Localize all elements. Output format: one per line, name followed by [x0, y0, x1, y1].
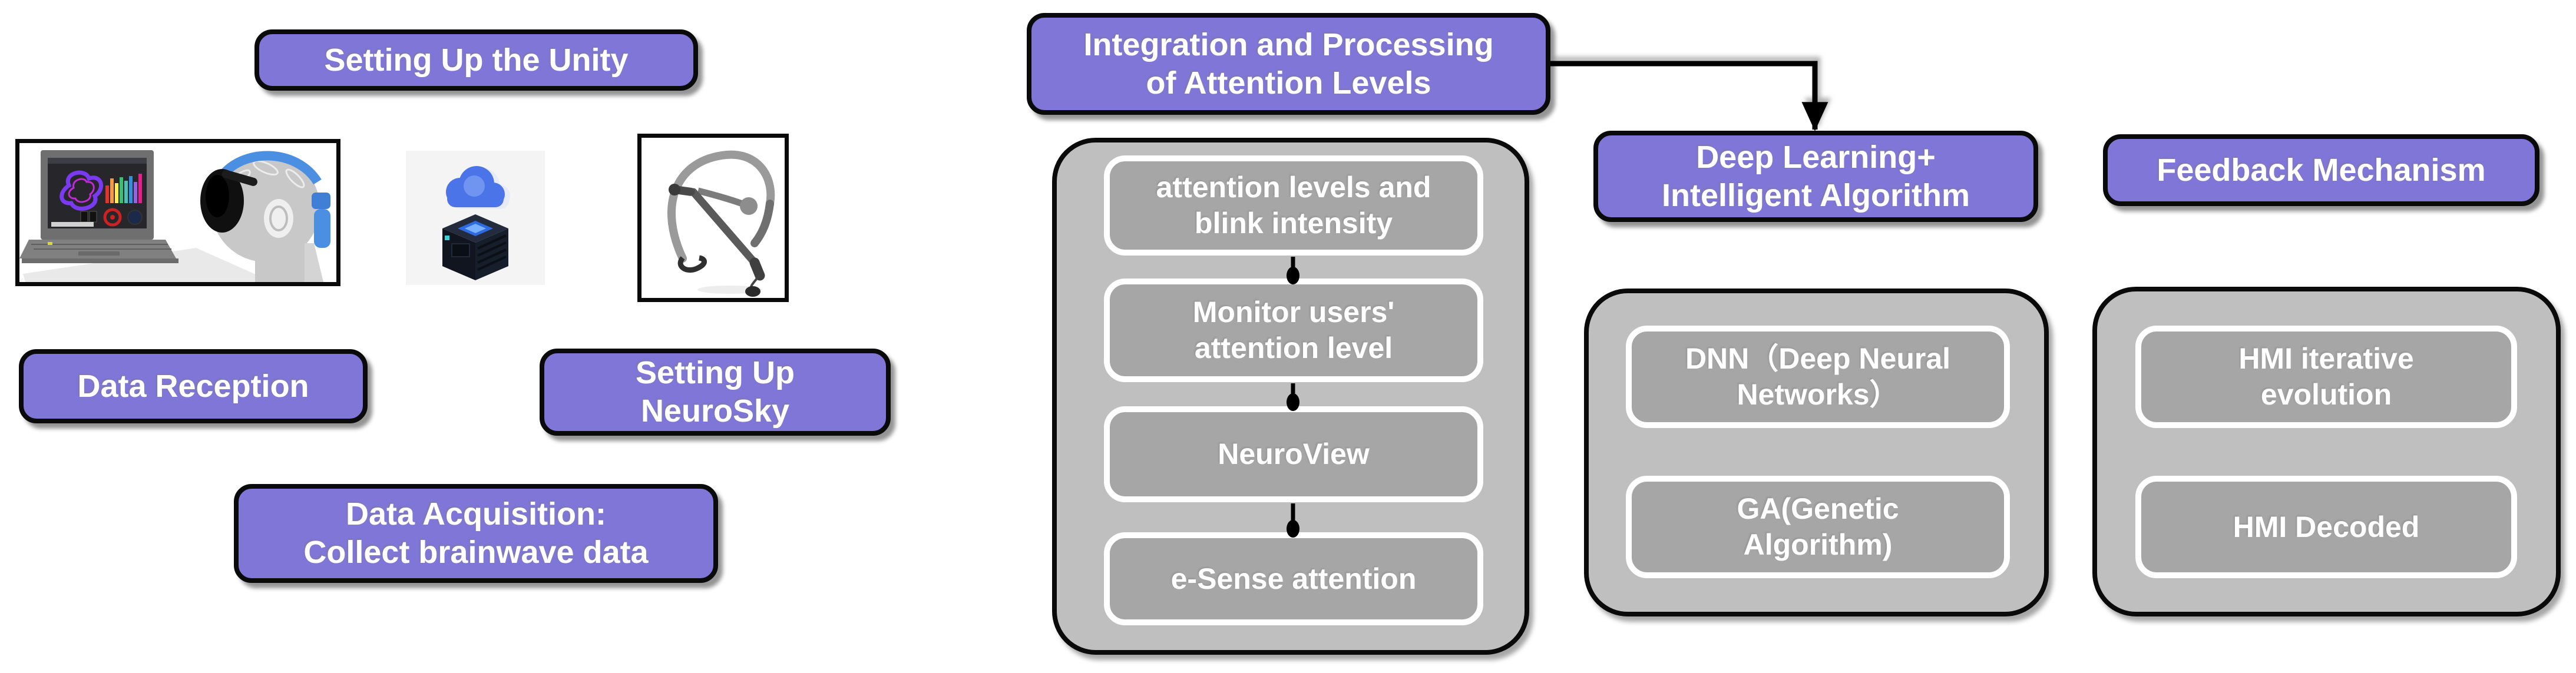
- subnode-label: attention level: [1194, 331, 1393, 364]
- neurosky-headset-illustration: [641, 138, 785, 298]
- eeg-headset-band: [217, 151, 322, 185]
- node-label: Data Reception: [77, 368, 309, 404]
- cloud-device-photo: [406, 151, 545, 285]
- ear: [264, 199, 293, 238]
- eeg-bar-chart: [105, 174, 142, 203]
- subnode-label: evolution: [2260, 378, 2392, 411]
- compute-cube: [442, 214, 508, 280]
- subnode-label: DNN（Deep Neural: [1685, 342, 1951, 375]
- unity-vr-setup-illustration: [19, 150, 330, 282]
- subnode-dnn: DNN（Deep Neural Networks）: [1626, 326, 2010, 428]
- subnode-hmi-decoded: HMI Decoded: [2135, 476, 2517, 578]
- node-data-reception: Data Reception: [19, 349, 368, 423]
- node-label: Deep Learning+: [1696, 139, 1936, 175]
- attention-gauge: [103, 208, 122, 227]
- node-data-acquisition: Data Acquisition: Collect brainwave data: [234, 484, 718, 583]
- cloud-icon: [446, 166, 510, 209]
- cloud-device-illustration: [406, 151, 545, 285]
- subnode-neuroview: NeuroView: [1104, 406, 1483, 502]
- arrow-integration-to-deep-learning: [1550, 61, 1828, 131]
- node-setting-up-neurosky: Setting Up NeuroSky: [540, 349, 891, 436]
- subnode-label: Networks）: [1737, 378, 1899, 411]
- subnode-label: GA(Genetic: [1737, 492, 1899, 525]
- subnode-label: NeuroView: [1218, 437, 1370, 470]
- subnode-esense-attention: e-Sense attention: [1104, 532, 1483, 625]
- node-label: Feedback Mechanism: [2157, 152, 2486, 188]
- headband: [667, 150, 775, 263]
- node-label: of Attention Levels: [1146, 65, 1431, 101]
- node-label: Setting Up: [636, 355, 795, 391]
- subnode-label: attention levels and: [1156, 171, 1431, 204]
- subnode-monitor-attention: Monitor users' attention level: [1104, 279, 1483, 382]
- node-label: NeuroSky: [640, 393, 790, 429]
- unity-vr-setup-photo: [15, 139, 340, 286]
- node-label: Collect brainwave data: [303, 535, 649, 570]
- subnode-label: HMI Decoded: [2233, 510, 2420, 543]
- subnode-label: HMI iterative: [2238, 342, 2414, 375]
- subnode-label: blink intensity: [1194, 207, 1393, 240]
- ear-sensor: [745, 286, 760, 297]
- ear-clip: [677, 255, 707, 273]
- node-label: Intelligent Algorithm: [1662, 177, 1970, 213]
- subnode-attention-blink: attention levels and blink intensity: [1104, 155, 1483, 256]
- neurosky-headset-photo: [637, 134, 789, 302]
- subnode-hmi-iterative: HMI iterative evolution: [2135, 326, 2517, 428]
- node-label: Data Acquisition:: [345, 496, 607, 532]
- node-deep-learning: Deep Learning+ Intelligent Algorithm: [1593, 131, 2038, 222]
- subnode-label: Monitor users': [1192, 296, 1395, 329]
- eeg-ear-module: [314, 209, 330, 248]
- node-label: Integration and Processing: [1083, 26, 1494, 62]
- node-feedback-mechanism: Feedback Mechanism: [2103, 134, 2539, 206]
- sensor-arm: [689, 188, 759, 267]
- pivot-joint: [740, 197, 758, 215]
- node-setting-up-unity: Setting Up the Unity: [254, 29, 698, 91]
- node-label: Setting Up the Unity: [324, 42, 629, 78]
- node-integration-processing: Integration and Processing of Attention …: [1027, 13, 1550, 115]
- subnode-label: e-Sense attention: [1170, 562, 1417, 595]
- subnode-ga: GA(Genetic Algorithm): [1626, 476, 2010, 578]
- subnode-label: Algorithm): [1743, 528, 1893, 561]
